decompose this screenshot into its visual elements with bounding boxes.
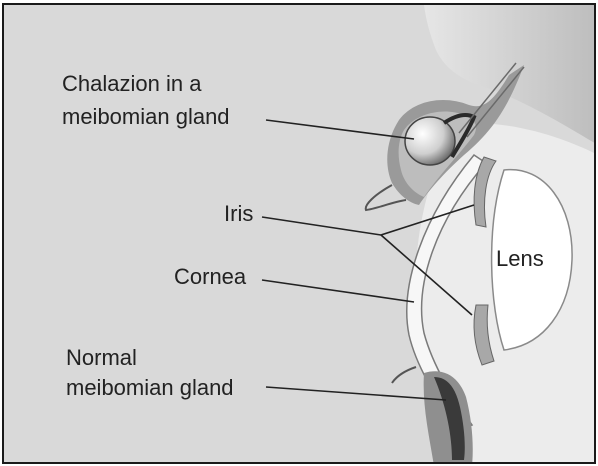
chalazion-label-line2: meibomian gland [62,104,230,130]
normal-gland-label-line1: Normal [66,345,137,371]
cornea-label: Cornea [174,264,246,290]
normal-gland-label-line2: meibomian gland [66,375,234,401]
lens-label: Lens [496,246,544,272]
chalazion-label-line1: Chalazion in a [62,71,201,97]
iris-label: Iris [224,201,253,227]
chalazion-cyst [405,117,455,165]
diagram-frame: Chalazion in a meibomian gland Iris Corn… [2,3,596,464]
